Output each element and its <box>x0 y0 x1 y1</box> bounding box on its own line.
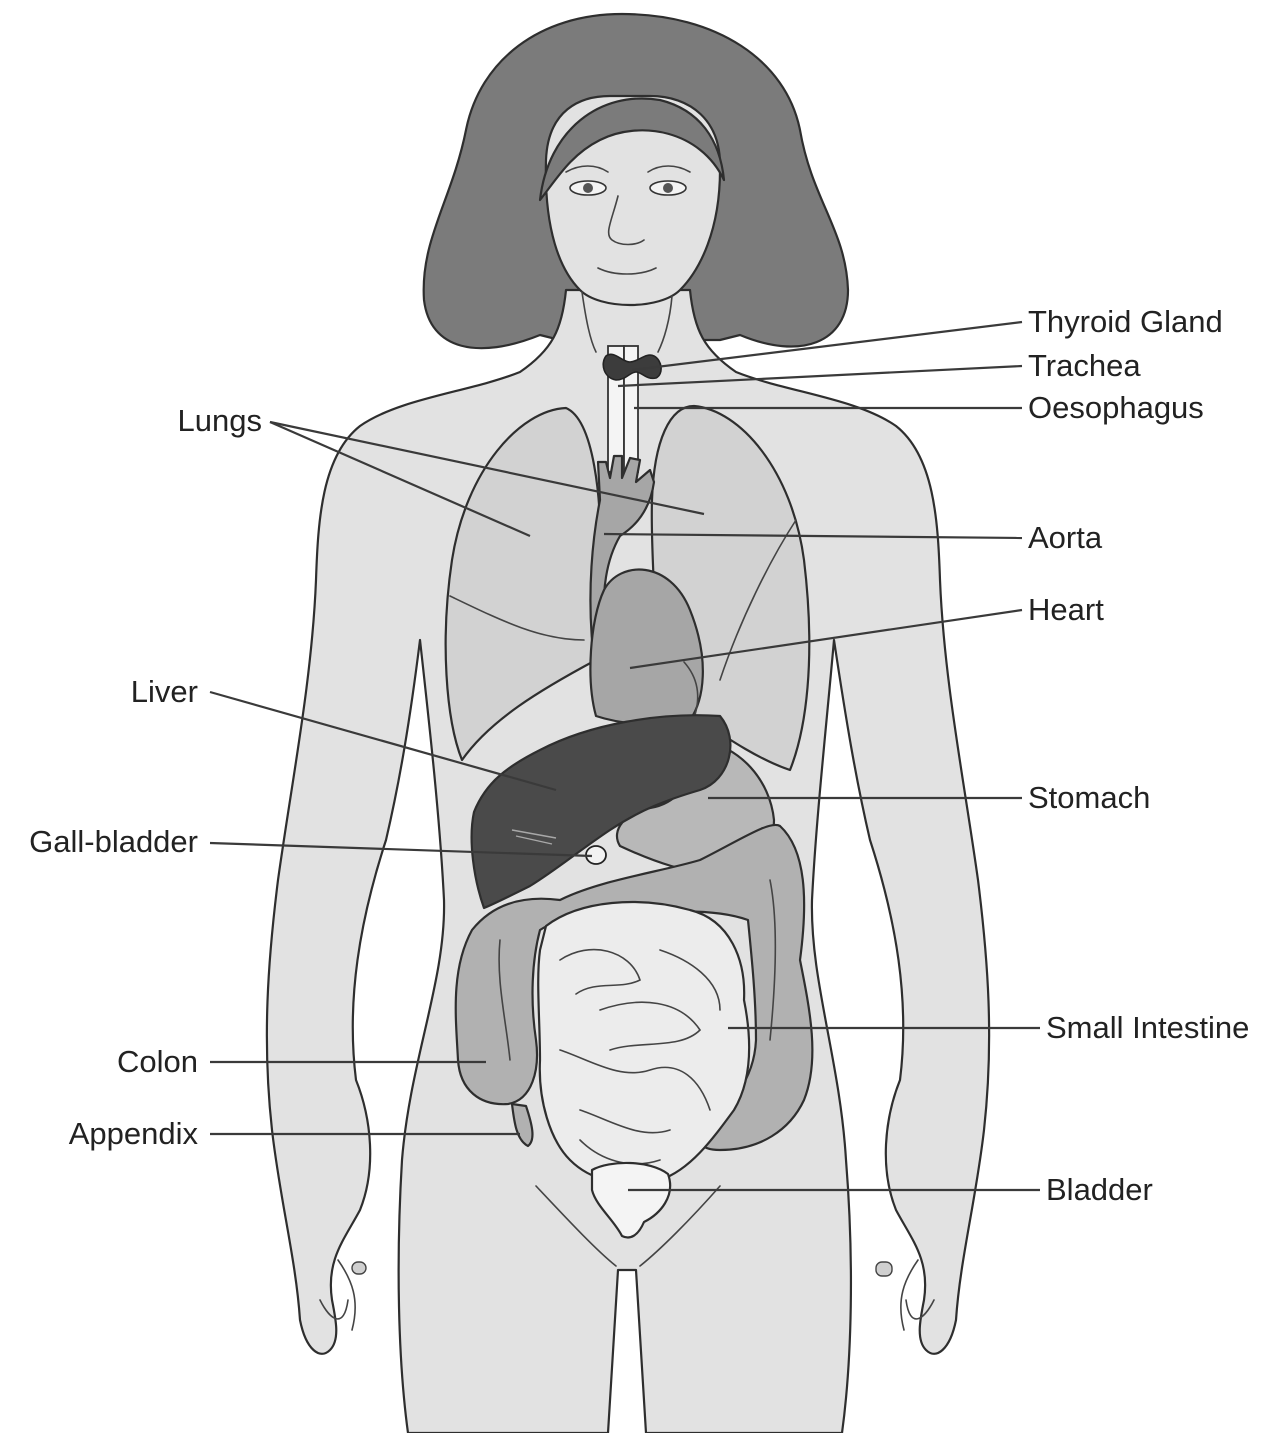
label-heart: Heart <box>1028 592 1104 627</box>
label-stomach: Stomach <box>1028 780 1150 815</box>
left-iris <box>583 183 593 193</box>
left-thumbnail <box>352 1262 366 1274</box>
label-oesophagus: Oesophagus <box>1028 390 1204 425</box>
label-liver: Liver <box>131 674 198 709</box>
label-small-intestine: Small Intestine <box>1046 1010 1249 1045</box>
label-gall-bladder: Gall-bladder <box>29 824 198 859</box>
right-iris <box>663 183 673 193</box>
label-lungs: Lungs <box>178 403 262 438</box>
label-trachea: Trachea <box>1028 348 1141 383</box>
label-thyroid-gland: Thyroid Gland <box>1028 304 1223 339</box>
label-bladder: Bladder <box>1046 1172 1153 1207</box>
label-aorta: Aorta <box>1028 520 1103 555</box>
right-thumbnail <box>876 1262 892 1276</box>
label-colon: Colon <box>117 1044 198 1079</box>
label-appendix: Appendix <box>69 1116 199 1151</box>
